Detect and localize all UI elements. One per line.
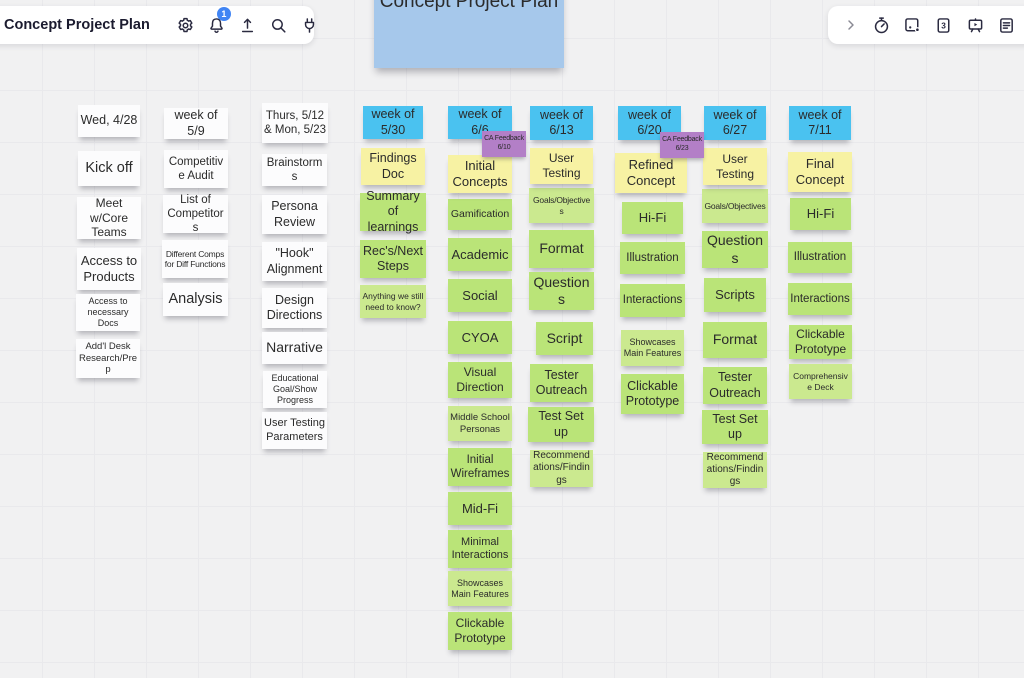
sticky-note[interactable]: User Testing Parameters	[262, 412, 327, 449]
sticky-note[interactable]: Access to necessary Docs	[76, 294, 140, 331]
sticky-note[interactable]: Final Concept	[788, 152, 852, 192]
sticky-note[interactable]: Add'l Desk Research/Prep	[76, 339, 140, 378]
chevron-right-icon	[847, 20, 854, 30]
sticky-note[interactable]: Summary of learnings	[360, 189, 426, 234]
board-title: Concept Project Plan	[4, 17, 150, 33]
sticky-note[interactable]: Clickable Prototype	[448, 612, 512, 650]
sticky-note[interactable]: Visual Direction	[448, 362, 512, 398]
sticky-note[interactable]: Competitive Audit	[164, 150, 228, 188]
sticky-note[interactable]: Gamification	[448, 199, 512, 230]
sticky-note[interactable]: Tester Outreach	[530, 364, 593, 402]
sticky-note[interactable]: Goals/Objectives	[702, 189, 768, 223]
sticky-note[interactable]: Academic	[448, 238, 512, 271]
calendar-template-button[interactable]: 3	[933, 12, 954, 38]
present-button[interactable]	[965, 12, 986, 38]
sticky-note[interactable]: Test Set up	[702, 410, 768, 444]
sticky-note[interactable]: Analysis	[163, 283, 228, 316]
sticky-note[interactable]: Kick off	[78, 151, 140, 186]
sticky-note[interactable]: Minimal Interactions	[448, 530, 512, 568]
sticky-note[interactable]: Hi-Fi	[790, 198, 851, 230]
sticky-note[interactable]: Anything we still need to know?	[360, 285, 426, 318]
sticky-note[interactable]: Showcases Main Features	[621, 330, 684, 366]
sticky-note[interactable]: week of 5/30	[363, 106, 423, 139]
sticky-note[interactable]: Narrative	[262, 332, 327, 364]
share-upload-icon	[241, 18, 253, 32]
sticky-note[interactable]: Goals/Objectives	[529, 188, 594, 223]
sticky-note[interactable]: Initial Wireframes	[448, 448, 512, 486]
notification-badge: 1	[216, 7, 231, 21]
sticky-note[interactable]: User Testing	[703, 148, 767, 185]
stamp-icon	[905, 17, 921, 32]
sticky-note[interactable]: User Testing	[530, 148, 593, 184]
sticky-note[interactable]: Showcases Main Features	[448, 571, 512, 606]
sticky-note[interactable]: Meet w/Core Teams	[77, 196, 141, 239]
sticky-note[interactable]: CA Feedback 6/23	[660, 132, 704, 158]
board-title-note[interactable]: Concept Project Plan	[374, 0, 564, 68]
sticky-note[interactable]: Persona Review	[262, 195, 327, 234]
notes-doc-icon	[999, 17, 1013, 33]
sticky-note[interactable]: Hi-Fi	[622, 202, 683, 234]
collapse-toolbar-button[interactable]	[840, 12, 861, 38]
sticky-note[interactable]: week of 5/9	[164, 108, 228, 139]
presentation-icon	[968, 17, 982, 32]
gear-icon	[178, 17, 193, 32]
sticky-note[interactable]: Brainstorms	[262, 154, 327, 186]
sticky-note[interactable]: Recommendations/Findings	[530, 450, 593, 487]
board-toolbar: Concept Project Plan 1	[0, 6, 315, 44]
sticky-note[interactable]: Recommendations/Findings	[703, 452, 767, 488]
sticky-note[interactable]: Educational Goal/Show Progress	[263, 371, 327, 408]
sticky-note[interactable]: Initial Concepts	[448, 155, 512, 193]
sticky-note[interactable]: CA Feedback 6/10	[482, 131, 526, 157]
sticky-note[interactable]: Illustration	[788, 242, 852, 273]
sticky-note[interactable]: List of Competitors	[163, 194, 228, 234]
widgets-toolbar: 3	[828, 6, 1024, 44]
sticky-note[interactable]: week of 7/11	[789, 106, 851, 140]
sticky-note[interactable]: Thurs, 5/12 & Mon, 5/23	[262, 103, 328, 143]
sticky-note[interactable]: Clickable Prototype	[621, 374, 684, 414]
sticky-note[interactable]: Findings Doc	[361, 148, 425, 185]
sticky-note[interactable]: Wed, 4/28	[78, 105, 140, 137]
sticky-note[interactable]: Test Set up	[528, 407, 594, 442]
sticky-note[interactable]: Interactions	[620, 284, 685, 317]
sticky-note[interactable]: week of 6/6	[448, 106, 512, 139]
settings-button[interactable]	[175, 12, 196, 38]
sticky-note[interactable]: Questions	[702, 231, 768, 268]
plugin-plug-icon	[304, 17, 315, 33]
calendar-number: 3	[942, 20, 947, 30]
notes-button[interactable]	[996, 12, 1017, 38]
sticky-note[interactable]: Social	[448, 279, 512, 312]
sticky-note[interactable]: Middle School Personas	[448, 406, 512, 441]
sticky-note[interactable]: Illustration	[620, 242, 685, 274]
sticky-note[interactable]: Mid-Fi	[448, 492, 512, 525]
sticky-note[interactable]: Questions	[529, 272, 594, 310]
sticky-note[interactable]: Tester Outreach	[703, 367, 767, 404]
search-button[interactable]	[268, 12, 289, 38]
sticky-note[interactable]: Script	[536, 322, 593, 355]
sticky-note[interactable]: "Hook" Alignment	[262, 242, 327, 281]
sticky-note[interactable]: Comprehensive Deck	[789, 364, 852, 399]
calendar-icon: 3	[937, 17, 950, 33]
share-upload-button[interactable]	[237, 12, 258, 38]
stamp-button[interactable]	[902, 12, 923, 38]
sticky-note[interactable]: Design Directions	[262, 288, 327, 328]
sticky-note[interactable]: Refined Concept	[615, 153, 687, 193]
sticky-note[interactable]: Different Comps for Diff Functions	[162, 240, 228, 278]
notifications-button[interactable]: 1	[206, 7, 231, 38]
search-icon	[271, 18, 286, 33]
sticky-note[interactable]: Rec's/Next Steps	[360, 240, 426, 278]
timer-icon	[875, 16, 889, 33]
timer-button[interactable]	[871, 12, 892, 38]
plugins-button[interactable]	[299, 12, 320, 38]
sticky-note[interactable]: week of 6/13	[530, 106, 593, 140]
sticky-note[interactable]: week of 6/27	[704, 106, 766, 140]
sticky-note[interactable]: Clickable Prototype	[789, 325, 852, 359]
sticky-note[interactable]: Format	[703, 322, 767, 358]
sticky-note[interactable]: Scripts	[704, 278, 766, 312]
sticky-note[interactable]: CYOA	[448, 321, 512, 354]
sticky-note[interactable]: Access to Products	[77, 248, 141, 290]
sticky-note[interactable]: Format	[529, 230, 594, 268]
sticky-note[interactable]: Interactions	[788, 283, 852, 315]
bell-icon	[210, 17, 223, 33]
